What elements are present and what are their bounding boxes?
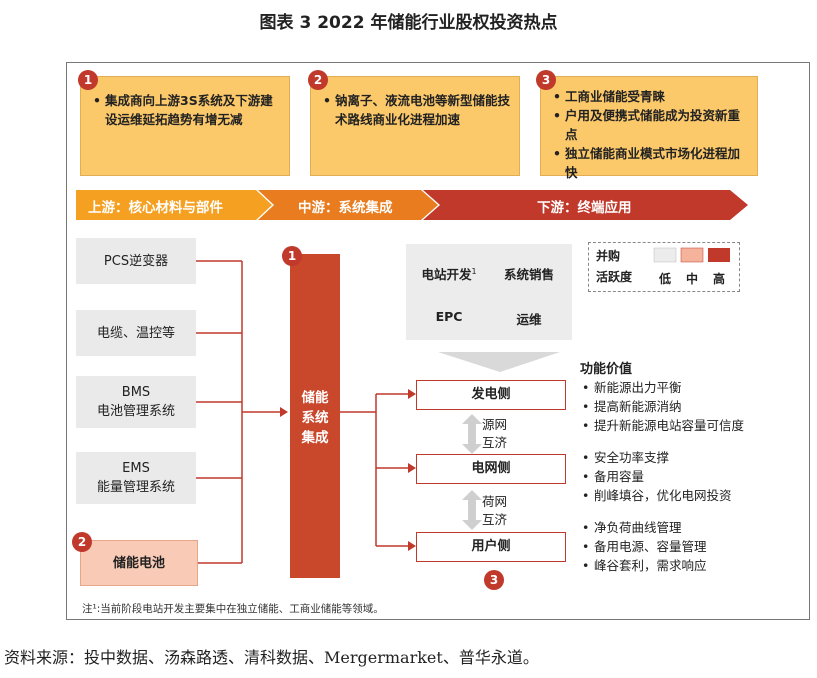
flow-label-1: 源网 互济 [482,416,507,452]
value-2-2: 备用容量 [580,467,800,486]
page-title: 图表 3 2022 年储能行业股权投资热点 [259,13,558,33]
grid-dev: 电站开发1 [416,264,482,283]
left-item-cable: 电缆、温控等 [76,310,196,356]
center-label: 储能 系统 集成 [290,388,340,448]
midstream-label: 中游：系统集成 [298,200,393,216]
left-item-battery: 储能电池 [80,540,198,586]
stage-arrows [76,190,748,220]
legend-high: 高 [713,272,726,286]
top-point-2: 钠离子、液流电池等新型储能技术路线商业化进程加速 [310,76,520,176]
left-item-bms-line2: 电池管理系统 [96,404,175,419]
left-item-ems-line2: 能量管理系统 [96,480,175,495]
value-3-2: 备用电源、容量管理 [580,537,800,556]
value-1-2: 提高新能源消纳 [580,397,800,416]
center-column [290,254,340,578]
left-item-battery-label: 储能电池 [112,555,165,571]
top-point-3: 工商业储能受青睐 户用及便携式储能成为投资新重点 独立储能商业模式市场化进程加快 [540,76,758,180]
top-point-3-badge: 3 [536,70,556,90]
value-title: 功能价值 [580,362,633,377]
legend-label-1: 并购 [596,249,621,263]
output-grid: 电网侧 [416,454,566,484]
grid-sales: 系统销售 [503,267,554,282]
top-point-1-badge: 1 [78,70,98,90]
grid-dev-sup: 1 [471,266,477,276]
upstream-arrow [76,190,272,220]
output-generation: 发电侧 [416,380,566,410]
top-point-3-text-1: 工商业储能受青睐 [551,87,751,106]
flow-label-2: 荷网 互济 [482,493,507,529]
value-list-1: 新能源出力平衡 提高新能源消纳 提升新能源电站容量可信度 [580,378,800,435]
value-1-1: 新能源出力平衡 [580,378,800,397]
value-list-2: 安全功率支撑 备用容量 削峰填谷，优化电网投资 [580,448,800,505]
grid-om: 运维 [516,312,542,327]
value-2-3: 削峰填谷，优化电网投资 [580,486,800,505]
downstream-arrow [423,190,748,220]
legend-mid: 中 [686,272,699,286]
top-point-1: 集成商向上游3S系统及下游建设运维延拓趋势有增无减 [80,76,290,176]
midstream-arrow [258,190,438,220]
left-item-pcs: PCS逆变器 [76,238,196,284]
downstream-label: 下游：终端应用 [537,200,632,216]
center-label-line3: 集成 [301,430,329,446]
downstream-grid [406,244,572,340]
value-list-3: 净负荷曲线管理 备用电源、容量管理 峰谷套利，需求响应 [580,518,800,575]
top-point-3-text-2: 户用及便携式储能成为投资新重点 [551,106,751,144]
legend-label-2: 活跃度 [596,270,633,284]
double-arrow-2 [462,490,482,530]
left-item-ems-line1: EMS [122,461,150,476]
footnote: 注¹:当前阶段电站开发主要集中在独立储能、工商业储能等领域。 [82,603,384,615]
flow-label-1-line2: 互济 [482,435,508,450]
top-point-1-text: 集成商向上游3S系统及下游建设运维延拓趋势有增无减 [91,91,283,129]
top-point-2-text: 钠离子、液流电池等新型储能技术路线商业化进程加速 [321,91,513,129]
center-label-line1: 储能 [301,390,329,406]
value-2-1: 安全功率支撑 [580,448,800,467]
left-item-cable-label: 电缆、温控等 [96,325,175,341]
upstream-label: 上游：核心材料与部件 [88,200,223,216]
center-label-line2: 系统 [301,410,329,426]
top-point-2-badge: 2 [308,70,328,90]
legend-low: 低 [659,272,672,286]
left-item-pcs-label: PCS逆变器 [103,253,169,269]
battery-badge: 2 [72,532,92,552]
value-1-3: 提升新能源电站容量可信度 [580,416,800,435]
left-item-ems: EMS 能量管理系统 [76,452,196,504]
output-user: 用户侧 [416,532,566,562]
grid-epc: EPC [435,309,463,324]
center-badge: 1 [282,246,302,266]
down-triangle [438,352,560,372]
top-point-3-text-3: 独立储能商业模式市场化进程加快 [551,144,751,182]
left-item-bms-line1: BMS [121,385,151,400]
flow-label-2-line2: 互济 [482,512,508,527]
value-3-1: 净负荷曲线管理 [580,518,800,537]
source-line: 资料来源：投中数据、汤森路透、清科数据、Mergermarket、普华永道。 [4,648,539,667]
left-item-bms: BMS 电池管理系统 [76,376,196,428]
value-3-3: 峰谷套利，需求响应 [580,556,800,575]
double-arrow-1 [462,414,482,454]
flow-label-2-line1: 荷网 [482,494,508,509]
output-badge: 3 [484,570,504,590]
flow-label-1-line1: 源网 [482,417,508,432]
grid-dev-label: 电站开发 [421,267,472,282]
